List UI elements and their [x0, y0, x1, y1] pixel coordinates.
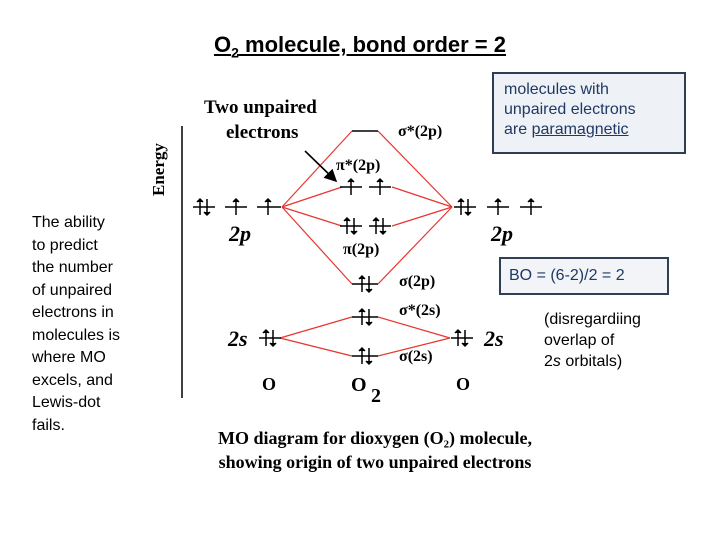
correlation-lines — [279, 130, 453, 357]
note-line: unpaired electrons — [504, 101, 636, 118]
mo-label-sigma-2s: σ(2s) — [399, 348, 433, 365]
diagram-caption: MO diagram for dioxygen (O₂) molecule, s… — [217, 428, 532, 472]
bond-order-box: BO = (6-2)/2 = 2 — [499, 257, 669, 295]
unpaired-pointer — [304, 150, 338, 183]
unpaired-label: electrons — [226, 122, 298, 143]
ability-paragraph: The ability to predict the number of unp… — [32, 214, 121, 434]
disregard-note: (disregardiing overlap of 2s orbitals) — [544, 311, 641, 370]
energy-axis-label: Energy — [149, 143, 168, 196]
mo-label-sigma-star-2s: σ*(2s) — [399, 302, 441, 319]
ao-label-left-2p: 2p — [228, 221, 251, 246]
atom-label-mid-sub: 2 — [371, 385, 381, 407]
electron-arrows — [196, 177, 535, 366]
atom-label-mid: O — [351, 374, 367, 396]
atom-label-right: O — [456, 374, 470, 394]
atom-label-left: O — [262, 374, 276, 394]
ao-label-right-2s: 2s — [483, 326, 504, 351]
note-line: molecules with — [504, 81, 609, 98]
mo-label-sigma-2p: σ(2p) — [399, 273, 435, 290]
ao-label-left-2s: 2s — [227, 326, 248, 351]
paramagnetic-term: paramagnetic — [531, 121, 629, 138]
note-line: are paramagnetic — [504, 121, 629, 138]
unpaired-label: Two unpaired — [204, 97, 317, 118]
mo-label-pi-2p: π(2p) — [343, 241, 379, 258]
mo-label-pi-star-2p: π*(2p) — [336, 157, 380, 174]
page-title: O2 molecule, bond order = 2 — [213, 32, 507, 61]
paramagnetic-note-box: molecules with unpaired electrons are pa… — [492, 72, 686, 154]
mo-label-sigma-star-2p: σ*(2p) — [398, 123, 442, 140]
ao-label-right-2p: 2p — [490, 221, 513, 246]
